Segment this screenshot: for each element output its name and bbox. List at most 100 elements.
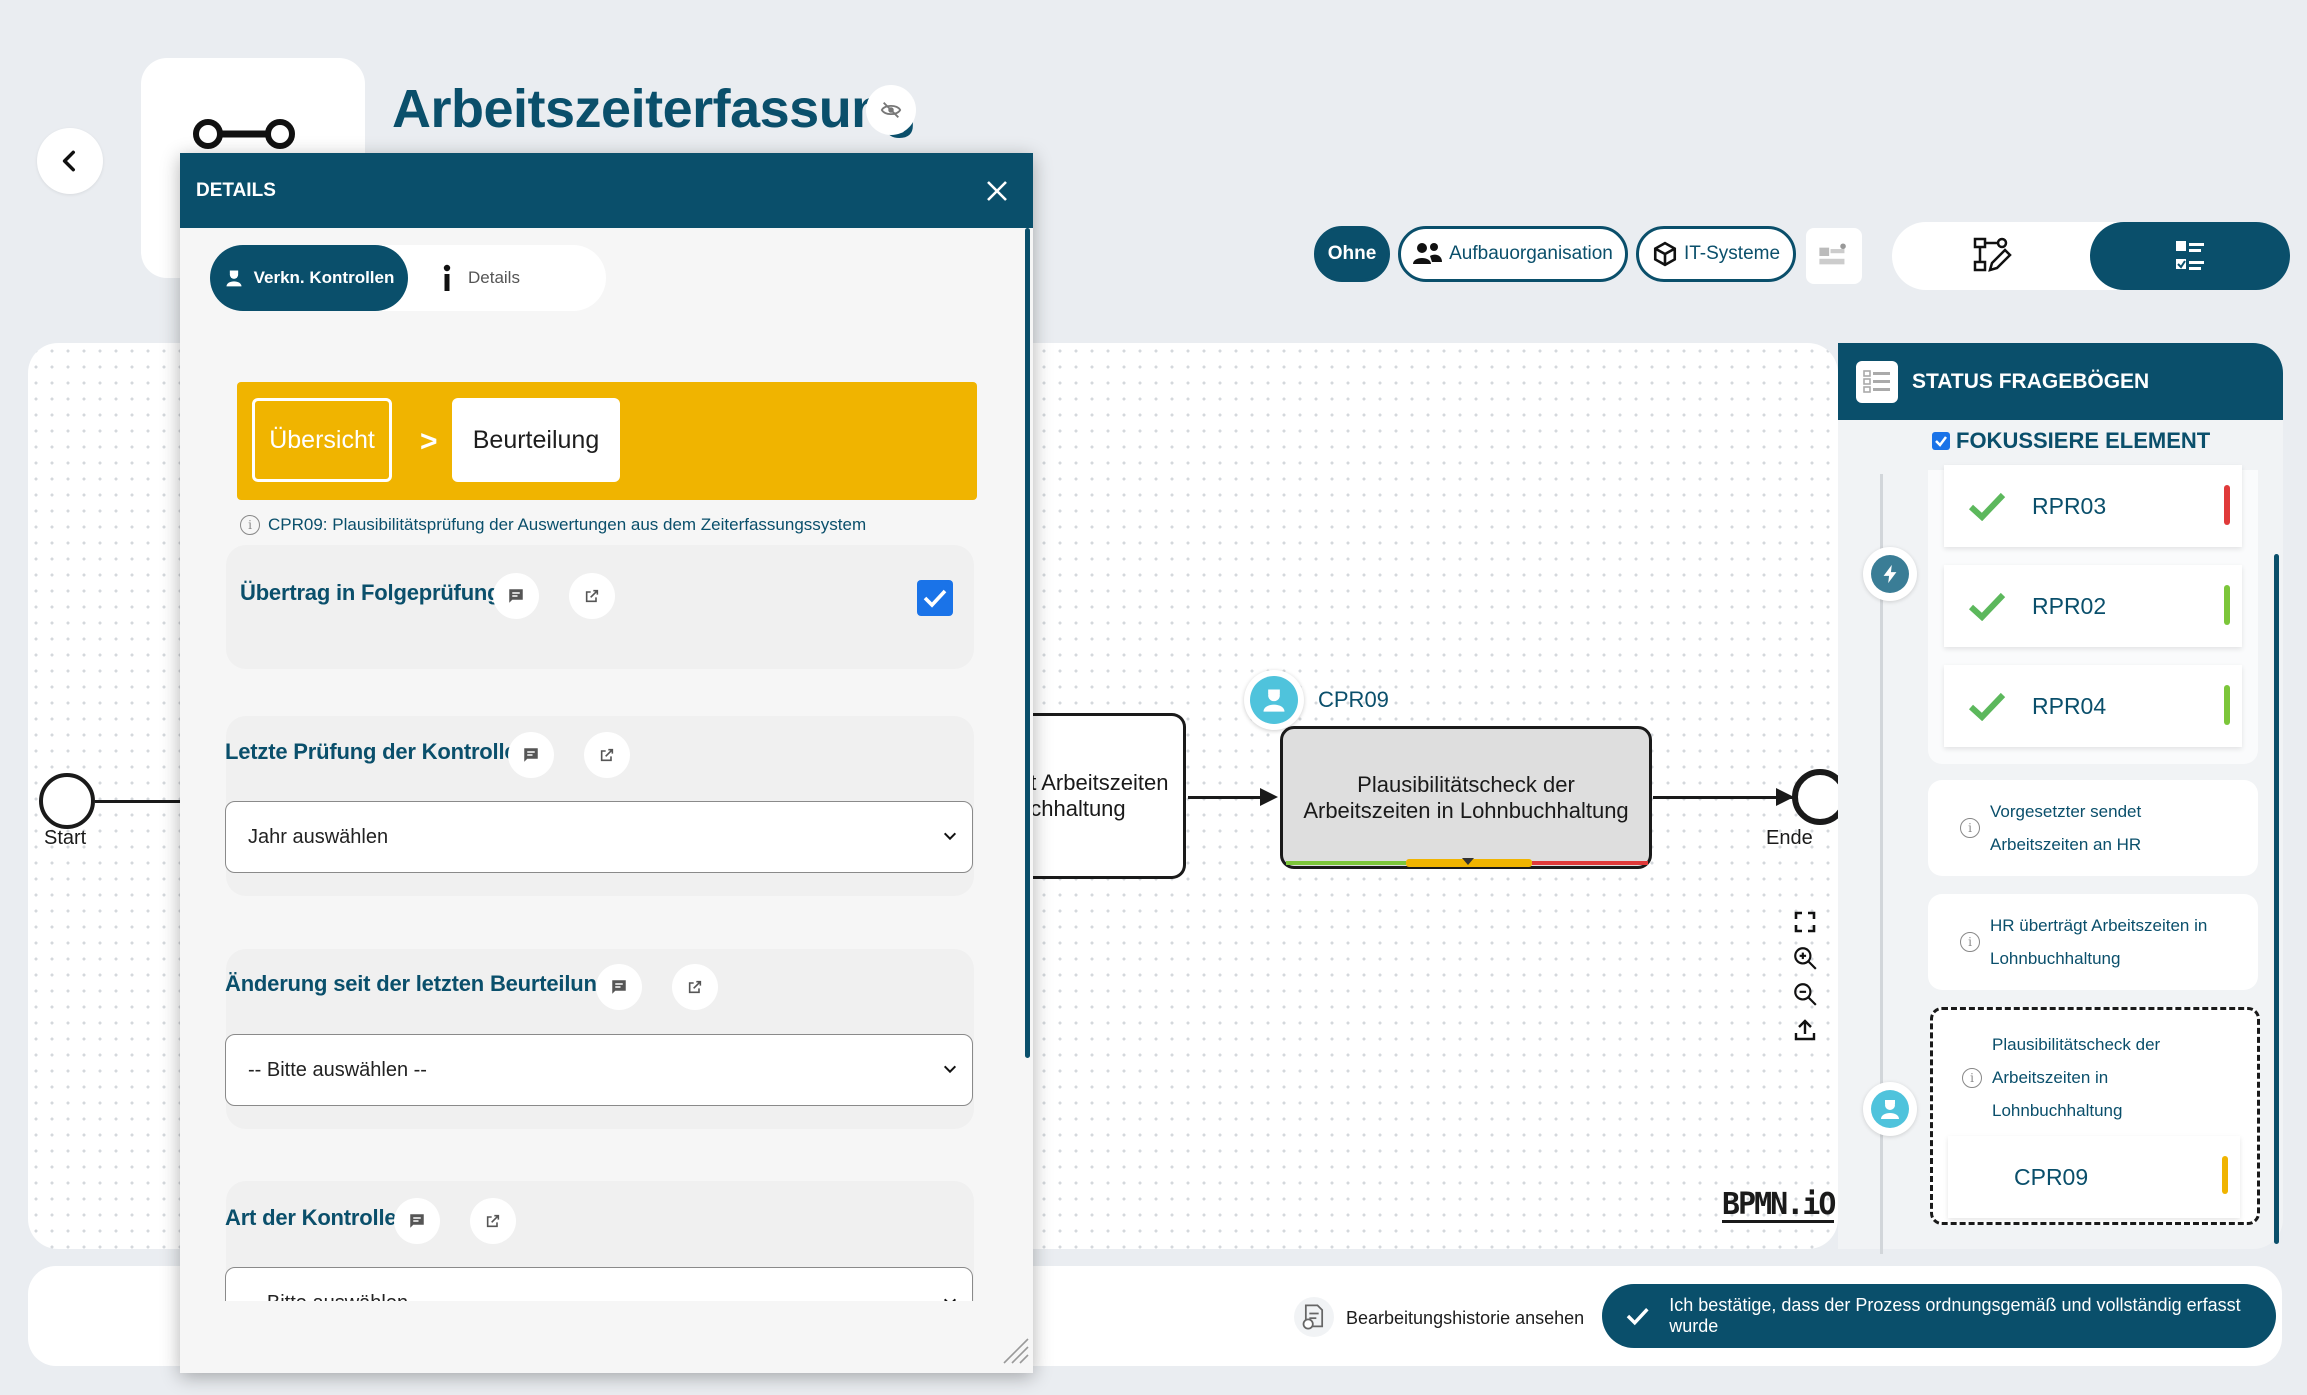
- zoom-in-button[interactable]: [1790, 943, 1820, 973]
- comment-icon: [524, 748, 538, 762]
- risk-status-bar: [2224, 685, 2230, 725]
- comment-button[interactable]: [596, 964, 642, 1010]
- arrowhead: [1776, 788, 1794, 806]
- control-marker[interactable]: [1244, 670, 1304, 730]
- risk-item-rpr02[interactable]: RPR02: [1944, 565, 2242, 647]
- external-link-icon: [585, 589, 599, 603]
- check-icon: [1935, 436, 1947, 447]
- bpmn-io-logo[interactable]: BPMN.iO: [1722, 1187, 1836, 1223]
- focus-checkbox[interactable]: [1932, 432, 1950, 450]
- selected-step-label: Plausibilitätscheck der Arbeitszeiten in…: [1992, 1035, 2161, 1120]
- chevron-left-icon: [62, 150, 75, 172]
- open-external-button[interactable]: [569, 573, 615, 619]
- comment-button[interactable]: [508, 732, 554, 778]
- documents-icon: [1819, 243, 1846, 265]
- start-label: Start: [44, 827, 87, 849]
- breadcrumb-separator: >: [420, 425, 438, 458]
- tab-verkn-kontrollen[interactable]: Verkn. Kontrollen: [210, 245, 408, 311]
- info-icon: i: [1960, 932, 1980, 952]
- visibility-toggle-button[interactable]: [866, 85, 916, 135]
- open-external-button[interactable]: [672, 964, 718, 1010]
- timeline-control-marker[interactable]: [1863, 1082, 1917, 1136]
- sequence-flow: [1188, 796, 1268, 799]
- task-hr-uebertraegt[interactable]: gt Arbeitszeiten uchhaltung: [1018, 713, 1186, 879]
- person-icon: [226, 270, 242, 287]
- filter-aufbauorganisation-button[interactable]: Aufbauorganisation: [1398, 226, 1628, 282]
- uebertrag-checkbox[interactable]: [917, 580, 953, 616]
- lightning-icon: [1883, 564, 1897, 584]
- open-external-button[interactable]: [470, 1198, 516, 1244]
- uebertrag-label: Übertrag in Folgeprüfung: [240, 580, 501, 605]
- check-icon: [1968, 492, 2006, 521]
- focus-element-toggle[interactable]: FOKUSSIERE ELEMENT: [1932, 428, 2210, 454]
- confirm-process-button[interactable]: Ich bestätige, dass der Prozess ordnungs…: [1602, 1284, 2276, 1348]
- process-flow-icon: [193, 119, 295, 149]
- start-event[interactable]: [39, 773, 95, 829]
- modal-header: DETAILS: [180, 153, 1033, 228]
- control-label: CPR09: [2014, 1163, 2089, 1190]
- task-plausibilitaetscheck[interactable]: Plausibilitätscheck der Arbeitszeiten in…: [1280, 726, 1652, 869]
- external-link-icon: [600, 748, 614, 762]
- fullscreen-button[interactable]: [1790, 907, 1820, 937]
- step-label: HR überträgt Arbeitszeiten in Lohnbuchha…: [1990, 916, 2208, 968]
- export-button[interactable]: [1790, 1015, 1820, 1045]
- aenderung-select[interactable]: -- Bitte auswählen --: [225, 1034, 973, 1106]
- risk-status-bar: [2224, 485, 2230, 525]
- external-link-icon: [486, 1214, 500, 1228]
- timeline-event-marker[interactable]: [1863, 547, 1917, 601]
- chevron-down-icon: [943, 1065, 957, 1074]
- end-label: Ende: [1766, 827, 1813, 849]
- list-icon: [1856, 360, 1898, 403]
- check-icon: [1968, 592, 2006, 621]
- zoom-out-button[interactable]: [1790, 979, 1820, 1009]
- tab-label: Verkn. Kontrollen: [253, 268, 395, 287]
- step-card-vorgesetzter[interactable]: i Vorgesetzter sendet Arbeitszeiten an H…: [1928, 780, 2258, 876]
- control-description: i CPR09: Plausibilitätsprüfung der Auswe…: [240, 515, 866, 535]
- sequence-flow: [1653, 796, 1793, 799]
- back-button[interactable]: [37, 128, 103, 194]
- breadcrumb-beurteilung[interactable]: Beurteilung: [452, 398, 620, 482]
- risk-item-rpr04[interactable]: RPR04: [1944, 665, 2242, 747]
- documents-filter-button[interactable]: [1806, 228, 1862, 284]
- filter-label: Ohne: [1327, 243, 1377, 264]
- history-icon[interactable]: [1294, 1297, 1334, 1337]
- open-external-button[interactable]: [584, 732, 630, 778]
- modal-close-button[interactable]: [977, 171, 1017, 211]
- users-icon: [1413, 243, 1443, 264]
- process-edit-view-button[interactable]: [1892, 222, 2092, 290]
- process-edit-icon: [1973, 237, 2012, 272]
- fullscreen-icon: [1794, 911, 1816, 933]
- filter-ohne-button[interactable]: Ohne: [1314, 226, 1390, 282]
- history-button[interactable]: Bearbeitungshistorie ansehen: [1346, 1308, 1585, 1328]
- task-status-bar-risk: [1532, 861, 1648, 865]
- control-description-text: CPR09: Plausibilitätsprüfung der Auswert…: [268, 515, 867, 534]
- select-value: -- Bitte auswählen --: [248, 1058, 427, 1081]
- modal-scrollbar[interactable]: [1025, 228, 1030, 1058]
- close-icon: [987, 181, 1007, 201]
- breadcrumb-uebersicht[interactable]: Übersicht: [252, 398, 392, 482]
- control-item-cpr09[interactable]: CPR09: [1948, 1136, 2240, 1218]
- risk-label: RPR02: [2032, 592, 2107, 619]
- modal-title: DETAILS: [196, 179, 276, 201]
- risk-label: RPR04: [2032, 692, 2107, 719]
- status-panel-header: STATUS FRAGEBÖGEN: [1838, 343, 2283, 420]
- letzte-pruefung-label: Letzte Prüfung der Kontrolle: [225, 739, 517, 764]
- select-value: Jahr auswählen: [248, 825, 389, 848]
- comment-button[interactable]: [493, 573, 539, 619]
- zoom-out-icon: [1794, 983, 1817, 1006]
- control-status-bar: [2222, 1156, 2228, 1194]
- step-card-hr[interactable]: i HR überträgt Arbeitszeiten in Lohnbuch…: [1928, 894, 2258, 990]
- status-panel-scrollbar[interactable]: [2274, 554, 2279, 1244]
- checklist-view-button[interactable]: [2090, 222, 2290, 290]
- check-icon: [923, 589, 947, 608]
- details-modal: DETAILS Verkn. Kontrollen Details Übersi…: [180, 153, 1033, 1373]
- comment-button[interactable]: [394, 1198, 440, 1244]
- letzte-pruefung-select[interactable]: Jahr auswählen: [225, 801, 973, 873]
- info-icon: i: [240, 515, 260, 535]
- risk-item-rpr03[interactable]: RPR03: [1944, 465, 2242, 547]
- step-label: Vorgesetzter sendet Arbeitszeiten an HR: [1990, 802, 2142, 854]
- filter-it-systeme-button[interactable]: IT-Systeme: [1636, 226, 1796, 282]
- tab-details[interactable]: Details: [442, 245, 602, 311]
- resize-handle-icon[interactable]: [998, 1333, 1030, 1365]
- checklist-icon: [2176, 241, 2204, 270]
